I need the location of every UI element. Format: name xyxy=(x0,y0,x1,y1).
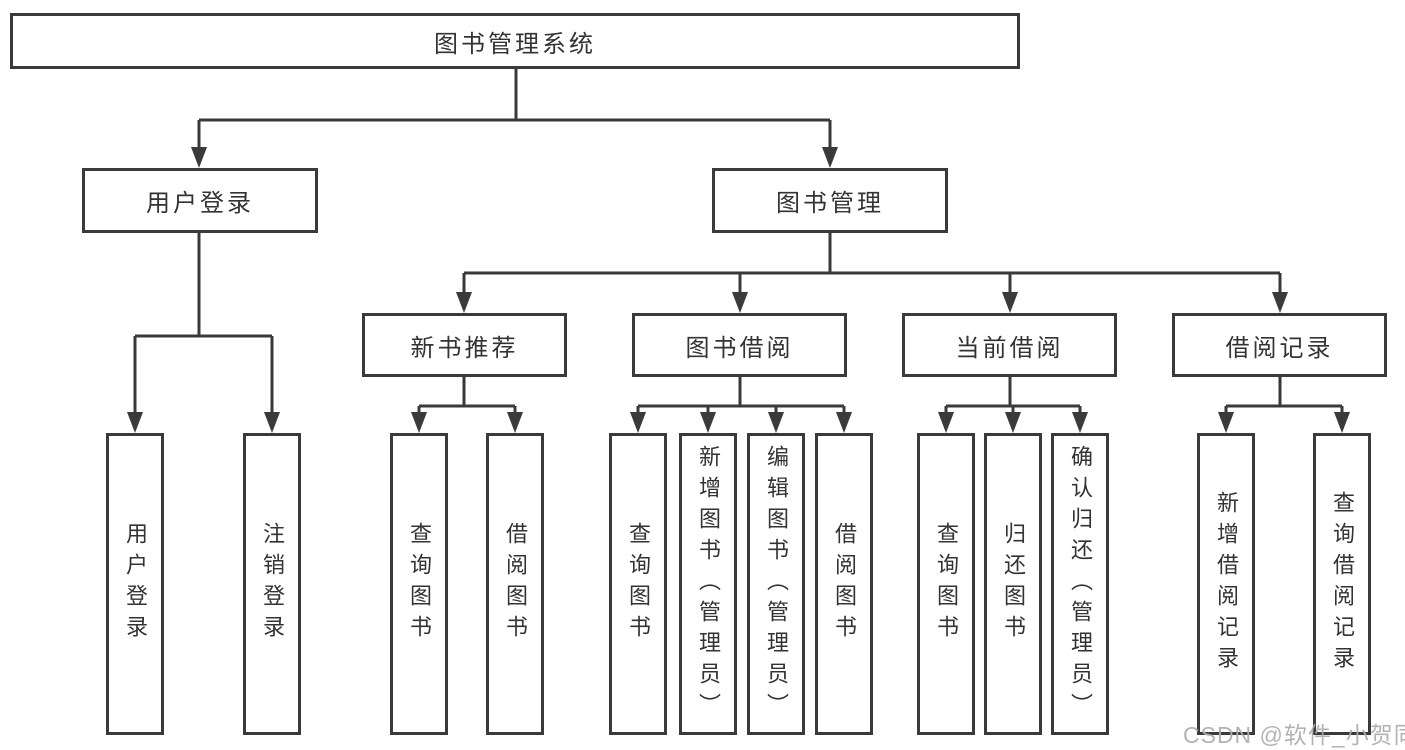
arrowhead xyxy=(1272,292,1288,313)
arrowhead xyxy=(1002,292,1018,313)
connector-new-book-recommend-to-children xyxy=(411,377,523,433)
arrowhead xyxy=(700,412,716,433)
arrowhead xyxy=(191,147,207,168)
arrowhead xyxy=(732,292,748,313)
arrowhead xyxy=(1005,412,1021,433)
arrowhead xyxy=(507,412,523,433)
connector-user-login-to-children xyxy=(127,233,280,433)
csdn-watermark: CSDN @软件_小贺同学 xyxy=(1183,722,1405,748)
arrowhead xyxy=(822,147,838,168)
connector-root-to-level2 xyxy=(191,69,838,168)
arrowhead xyxy=(836,412,852,433)
connector-book-management-to-level3 xyxy=(456,233,1288,313)
connector-borrow-records-to-children xyxy=(1218,377,1350,433)
node-leaf-add-borrow-record: 新增借阅记录 xyxy=(1197,433,1255,735)
arrowhead xyxy=(938,412,954,433)
node-leaf-borrow-books: 借阅图书 xyxy=(815,433,873,735)
node-leaf-query-borrow-record: 查询借阅记录 xyxy=(1313,433,1371,735)
connector-book-borrow-to-children xyxy=(630,377,852,433)
node-root-library-management-system: 图书管理系统 xyxy=(10,13,1020,69)
arrowhead xyxy=(1218,412,1234,433)
node-leaf-query-books-borrow: 查询图书 xyxy=(609,433,667,735)
node-user-login: 用户登录 xyxy=(82,168,318,233)
node-leaf-add-book-admin: 新增图书（管理员） xyxy=(679,433,737,735)
node-leaf-query-books-current: 查询图书 xyxy=(917,433,975,735)
node-book-management: 图书管理 xyxy=(712,168,948,233)
arrowhead xyxy=(411,412,427,433)
node-leaf-logout: 注销登录 xyxy=(243,433,301,735)
arrowhead xyxy=(1072,412,1088,433)
node-leaf-return-books: 归还图书 xyxy=(984,433,1042,735)
arrowhead xyxy=(630,412,646,433)
node-leaf-query-books-recommend: 查询图书 xyxy=(390,433,448,735)
node-borrow-records: 借阅记录 xyxy=(1172,313,1387,377)
arrowhead xyxy=(456,292,472,313)
node-leaf-confirm-return-admin: 确认归还（管理员） xyxy=(1051,433,1109,735)
arrowhead xyxy=(768,412,784,433)
node-leaf-user-login: 用户登录 xyxy=(106,433,164,735)
arrowhead xyxy=(127,412,143,433)
node-leaf-edit-book-admin: 编辑图书（管理员） xyxy=(747,433,805,735)
node-leaf-borrow-books-recommend: 借阅图书 xyxy=(486,433,544,735)
node-new-book-recommend: 新书推荐 xyxy=(362,313,567,377)
node-current-borrow: 当前借阅 xyxy=(902,313,1117,377)
arrowhead xyxy=(264,412,280,433)
node-book-borrow: 图书借阅 xyxy=(632,313,847,377)
arrowhead xyxy=(1334,412,1350,433)
connector-current-borrow-to-children xyxy=(938,377,1088,433)
